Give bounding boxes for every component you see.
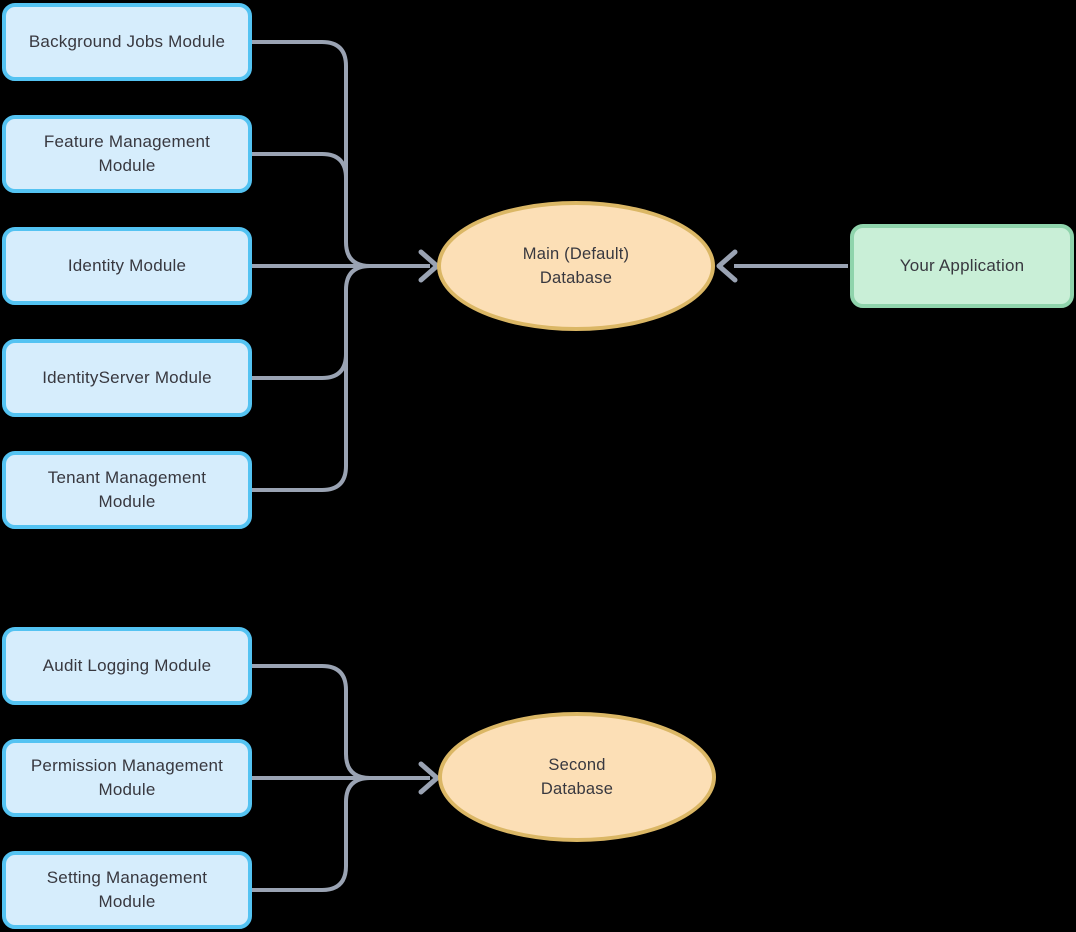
node-label: Background Jobs Module (28, 32, 226, 51)
node-label: Feature Management Module (43, 132, 211, 175)
database-label: Main (Default) Database (522, 245, 630, 287)
database-label: Second Database (540, 756, 614, 798)
arrowhead-to-main-db-left (716, 249, 738, 283)
node-label: Identity Module (67, 256, 187, 275)
node-background-jobs-module: Background Jobs Module (2, 3, 252, 81)
node-label: Audit Logging Module (42, 656, 212, 675)
node-label: Setting Management Module (46, 868, 208, 911)
node-tenant-management-module: Tenant Management Module (2, 451, 252, 529)
node-setting-management-module: Setting Management Module (2, 851, 252, 929)
node-second-database: Second Database (438, 712, 716, 842)
application-label: Your Application (899, 256, 1025, 275)
node-your-application: Your Application (850, 224, 1074, 308)
node-label: Permission Management Module (30, 756, 224, 799)
arrowhead-to-second-db (418, 761, 440, 795)
connector-second-group (252, 664, 440, 892)
connector-application (716, 249, 848, 283)
node-label: IdentityServer Module (42, 368, 212, 387)
node-permission-management-module: Permission Management Module (2, 739, 252, 817)
connector-main-group (252, 40, 440, 492)
node-identity-module: Identity Module (2, 227, 252, 305)
node-identityserver-module: IdentityServer Module (2, 339, 252, 417)
node-feature-management-module: Feature Management Module (2, 115, 252, 193)
node-main-default-database: Main (Default) Database (437, 201, 715, 331)
node-label: Tenant Management Module (47, 468, 207, 511)
node-audit-logging-module: Audit Logging Module (2, 627, 252, 705)
